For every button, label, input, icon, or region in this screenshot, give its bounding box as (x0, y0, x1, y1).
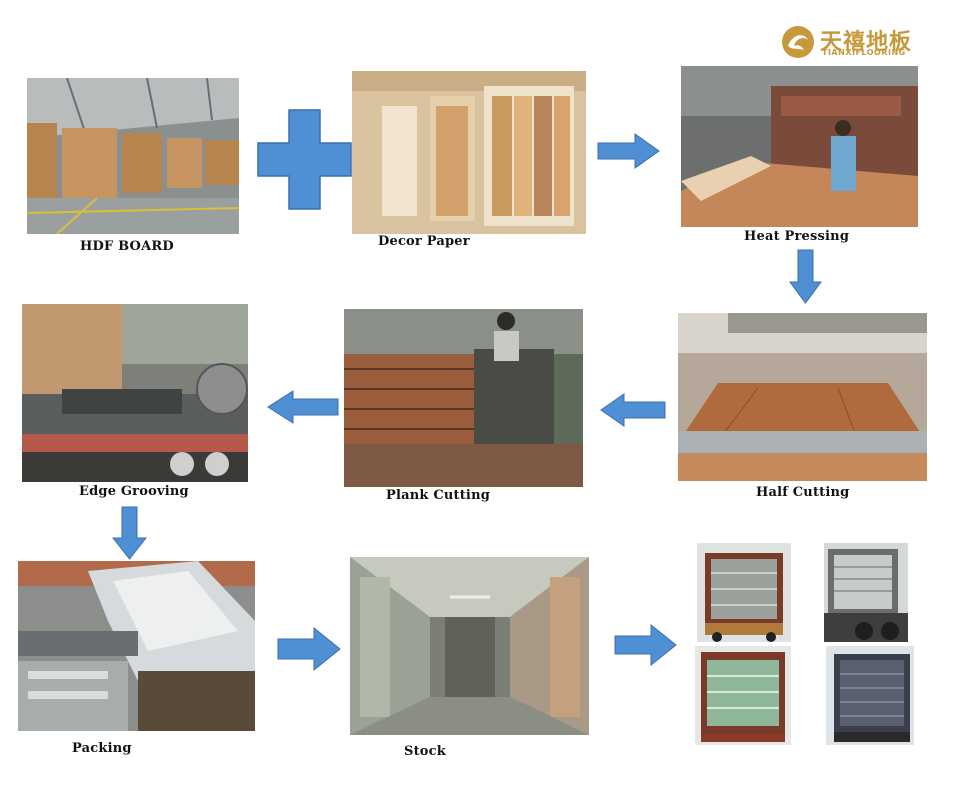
label-packing: Packing (72, 741, 132, 756)
label-edge-grooving: Edge Grooving (79, 484, 189, 499)
label-hdf-board: HDF BOARD (80, 239, 174, 254)
photo-decor-paper (352, 71, 586, 234)
arrow-left-icon (267, 390, 339, 424)
label-decor-paper: Decor Paper (378, 234, 470, 249)
arrow-right-icon (614, 624, 677, 666)
label-heat-pressing: Heat Pressing (744, 229, 850, 244)
photo-packing (18, 561, 255, 731)
dragon-emblem-icon (780, 24, 816, 60)
arrow-right-icon (597, 133, 660, 169)
arrow-right-icon (277, 627, 341, 671)
label-half-cutting: Half Cutting (756, 485, 850, 500)
photo-container-1 (697, 543, 791, 642)
photo-plank-cutting (344, 309, 583, 487)
photo-heat-pressing (681, 66, 918, 227)
logo-english-text: TIANXIFLOORING (822, 48, 906, 57)
arrow-down-icon (789, 249, 822, 304)
photo-container-4 (826, 646, 914, 745)
photo-half-cutting (678, 313, 927, 481)
photo-container-3 (695, 646, 791, 745)
logo-chinese-text: 天禧地板 (820, 30, 913, 55)
arrow-left-icon (600, 393, 666, 427)
label-stock: Stock (404, 744, 446, 759)
arrow-down-icon (112, 506, 147, 560)
label-plank-cutting: Plank Cutting (386, 488, 491, 503)
photo-container-2 (824, 543, 908, 642)
photo-hdf-board (27, 78, 239, 234)
plus-icon (257, 109, 352, 210)
photo-edge-grooving (22, 304, 248, 482)
brand-logo: 天禧地板 TIANXIFLOORING (780, 24, 920, 60)
photo-stock (350, 557, 589, 735)
